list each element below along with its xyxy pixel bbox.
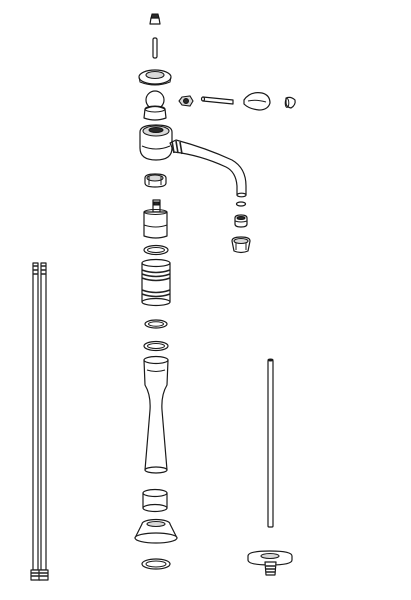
pin <box>152 37 158 59</box>
lever-rod <box>200 96 234 105</box>
base-flange <box>134 518 178 544</box>
mounting-stud <box>267 358 274 528</box>
supply-hoses <box>30 262 49 581</box>
aerator-insert <box>234 214 248 228</box>
body-column <box>143 355 169 474</box>
faucet-body <box>139 124 173 161</box>
o-ring <box>143 244 169 256</box>
decorative-cap <box>138 69 172 86</box>
aerator-housing <box>231 236 251 254</box>
threaded-sleeve <box>141 258 171 307</box>
cartridge-nut <box>144 173 167 188</box>
base-gasket <box>141 558 171 570</box>
lever-screw-nut <box>178 95 194 107</box>
spout <box>169 139 247 198</box>
base-ring <box>142 488 168 513</box>
cartridge <box>143 199 168 239</box>
aerator-seal <box>235 201 247 207</box>
mounting-nut <box>247 550 293 576</box>
lever-end-cap <box>284 96 296 109</box>
set-screw <box>149 13 161 25</box>
o-ring <box>143 340 169 352</box>
lever-handle <box>243 92 271 111</box>
o-ring <box>144 319 168 329</box>
ball-knob <box>143 90 167 121</box>
